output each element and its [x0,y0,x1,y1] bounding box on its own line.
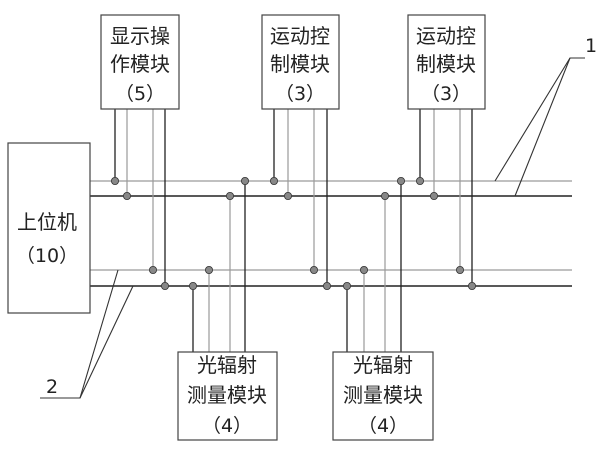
callout-1-leader-b [514,57,571,197]
host-computer-label: 上位机 [17,210,77,234]
junction-dot [467,281,476,290]
radiation-module-b-number: （4） [358,415,408,437]
junction-dot [204,265,213,274]
junction-dot [269,176,278,185]
junction-dots [111,176,476,290]
radiation-module-a-label-1: 光辐射 [197,353,257,377]
motion-module-b-label-2: 制模块 [416,52,476,76]
host-computer-number: （10） [16,245,78,267]
display-module-label-2: 作模块 [110,52,170,76]
display-module-box [100,14,180,110]
radiation-module-a-number: （4） [202,415,252,437]
junction-dot [396,176,405,185]
callout-2-number: 2 [46,376,58,398]
junction-dot [240,176,249,185]
junction-dot [429,191,438,200]
junction-dot [283,191,292,200]
junction-dot [111,176,120,185]
junction-dot [455,265,464,274]
callout-2-leader-b [79,285,134,399]
display-module-number: （5） [115,83,165,105]
junction-dot [380,191,389,200]
junction-dot [148,265,157,274]
motion-module-b-number: （3） [421,83,471,105]
motion-module-a-label-1: 运动控 [270,24,330,48]
callout-1-leader-a [494,57,585,182]
junction-dot [160,281,169,290]
junction-dot [188,281,197,290]
motion-module-a-label-2: 制模块 [270,52,330,76]
junction-dot [359,265,368,274]
radiation-module-b-label-1: 光辐射 [353,353,413,377]
motion-module-b-label-1: 运动控 [416,24,476,48]
motion-module-a-box [261,14,340,110]
host-computer-box [7,142,91,314]
radiation-module-b-box [332,351,434,441]
junction-dot [415,176,424,185]
radiation-module-b-label-2: 测量模块 [343,383,423,407]
junction-dot [225,191,234,200]
junction-dot [322,281,331,290]
junction-dot [309,265,318,274]
radiation-module-a-box [177,351,278,441]
junction-dot [123,191,132,200]
motion-module-b-box [407,14,486,110]
motion-module-a-number: （3） [275,83,325,105]
callout-1-number: 1 [585,35,597,57]
display-module-label-1: 显示操 [110,24,170,48]
junction-dot [342,281,351,290]
radiation-module-a-label-2: 测量模块 [187,383,267,407]
